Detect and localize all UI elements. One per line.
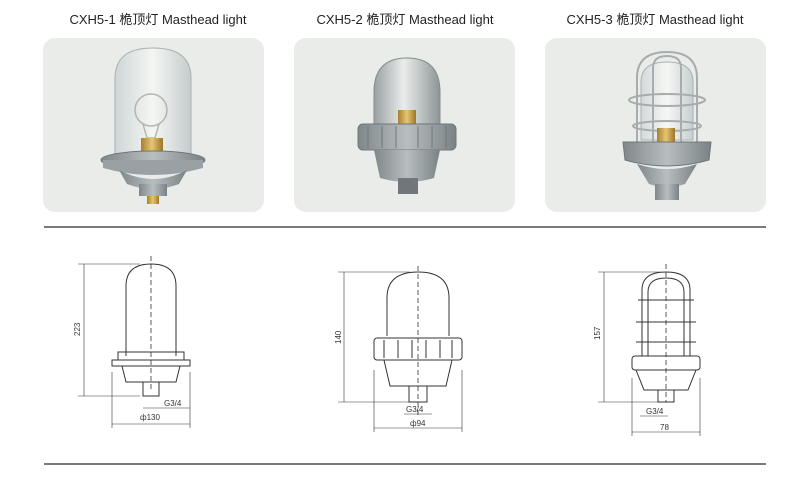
product-photo-1 [43, 38, 264, 212]
divider-top [44, 226, 766, 228]
thread-dim-1: G3/4 [164, 399, 182, 408]
product-title-3: CXH5-3 桅顶灯 Masthead light [566, 12, 744, 27]
width-dim-1: ф130 [140, 413, 160, 422]
width-dim-3: 78 [660, 423, 669, 432]
product-title-1: CXH5-1 桅顶灯 Masthead light [69, 12, 247, 27]
width-dim-2: ф94 [410, 419, 426, 428]
product-photo-2 [294, 38, 515, 212]
height-dim-2: 140 [334, 330, 343, 344]
thread-dim-3: G3/4 [646, 407, 664, 416]
height-dim-1: 223 [73, 322, 82, 336]
thread-dim-2: G3/4 [406, 405, 424, 414]
product-photo-3 [545, 38, 766, 212]
divider-bottom [44, 463, 766, 465]
drawing-cxh5-1 [78, 256, 191, 428]
product-title-2: CXH5-2 桅顶灯 Masthead light [316, 12, 494, 27]
height-dim-3: 157 [593, 326, 602, 340]
drawing-cxh5-2 [338, 266, 463, 432]
drawing-cxh5-3 [598, 264, 701, 436]
